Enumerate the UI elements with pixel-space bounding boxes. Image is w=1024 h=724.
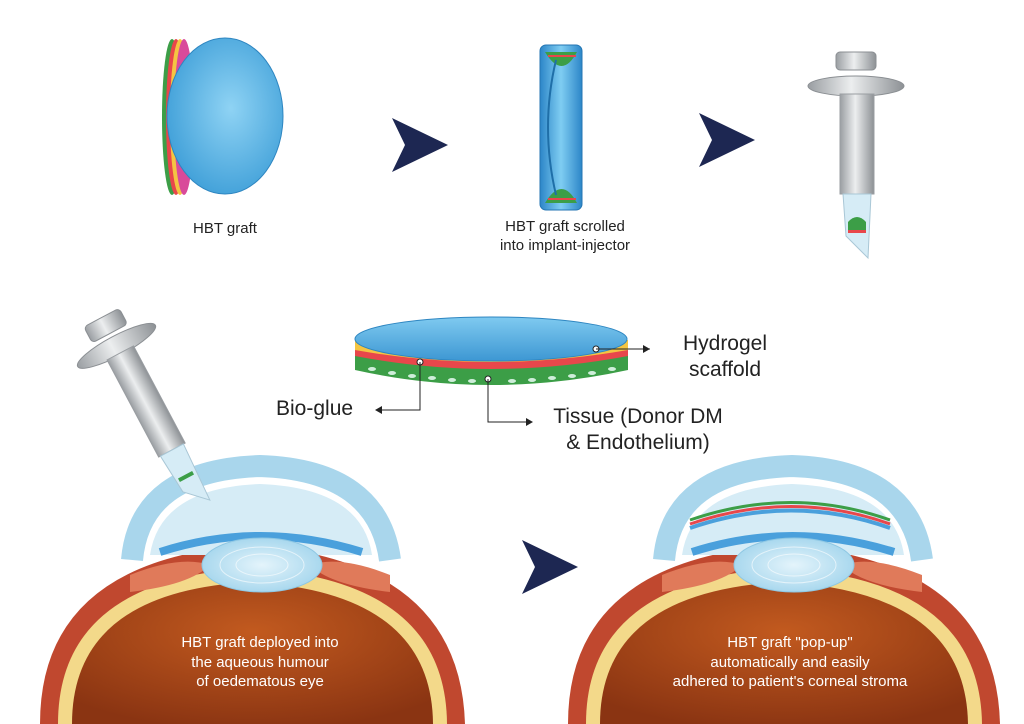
left-eye-caption-line-3: of oedematous eye: [196, 673, 324, 690]
process-arrow-2: [658, 113, 755, 167]
left-eye-caption-line-2: the aqueous humour: [191, 653, 329, 671]
left-eye-caption-line-1: HBT graft deployed into: [181, 634, 339, 651]
layered-graft-section: [354, 316, 650, 426]
scrolled-graft-label-line-1: HBT graft scrolled: [505, 218, 625, 235]
tissue-label-line-2: & Endothelium): [566, 431, 710, 455]
tissue-label: Tissue (Donor DM & Endothelium): [533, 404, 743, 457]
hydrogel-label-line-2: scaffold: [689, 358, 761, 382]
implant-injector: [807, 51, 905, 260]
hbt-graft-label-line: HBT graft: [193, 220, 257, 237]
hbt-graft-disc: [162, 37, 284, 195]
injector-in-eye: [76, 309, 211, 501]
scrolled-graft: [539, 44, 583, 211]
scrolled-graft-label-line-2: into implant-injector: [499, 236, 631, 254]
eye-left: [40, 454, 465, 724]
hydrogel-scaffold-label: Hydrogel scaffold: [665, 331, 785, 384]
process-arrow-1: [350, 118, 448, 172]
left-eye-caption: HBT graft deployed into the aqueous humo…: [150, 633, 370, 692]
tissue-label-line-1: Tissue (Donor DM: [553, 405, 723, 428]
process-arrow-3: [482, 540, 578, 594]
right-eye-caption: HBT graft "pop-up" automatically and eas…: [645, 633, 935, 692]
bio-glue-label-line: Bio-glue: [276, 397, 354, 420]
eye-right: [568, 454, 1000, 724]
right-eye-caption-line-2: automatically and easily: [710, 653, 870, 671]
bio-glue-label: Bio-glue: [276, 396, 376, 422]
right-eye-caption-line-3: adhered to patient's corneal stroma: [672, 673, 908, 690]
scrolled-graft-label: HBT graft scrolled into implant-injector: [470, 218, 660, 256]
right-eye-caption-line-1: HBT graft "pop-up": [727, 634, 853, 651]
hydrogel-label-line-1: Hydrogel: [682, 332, 768, 355]
hbt-graft-label: HBT graft: [170, 220, 280, 239]
